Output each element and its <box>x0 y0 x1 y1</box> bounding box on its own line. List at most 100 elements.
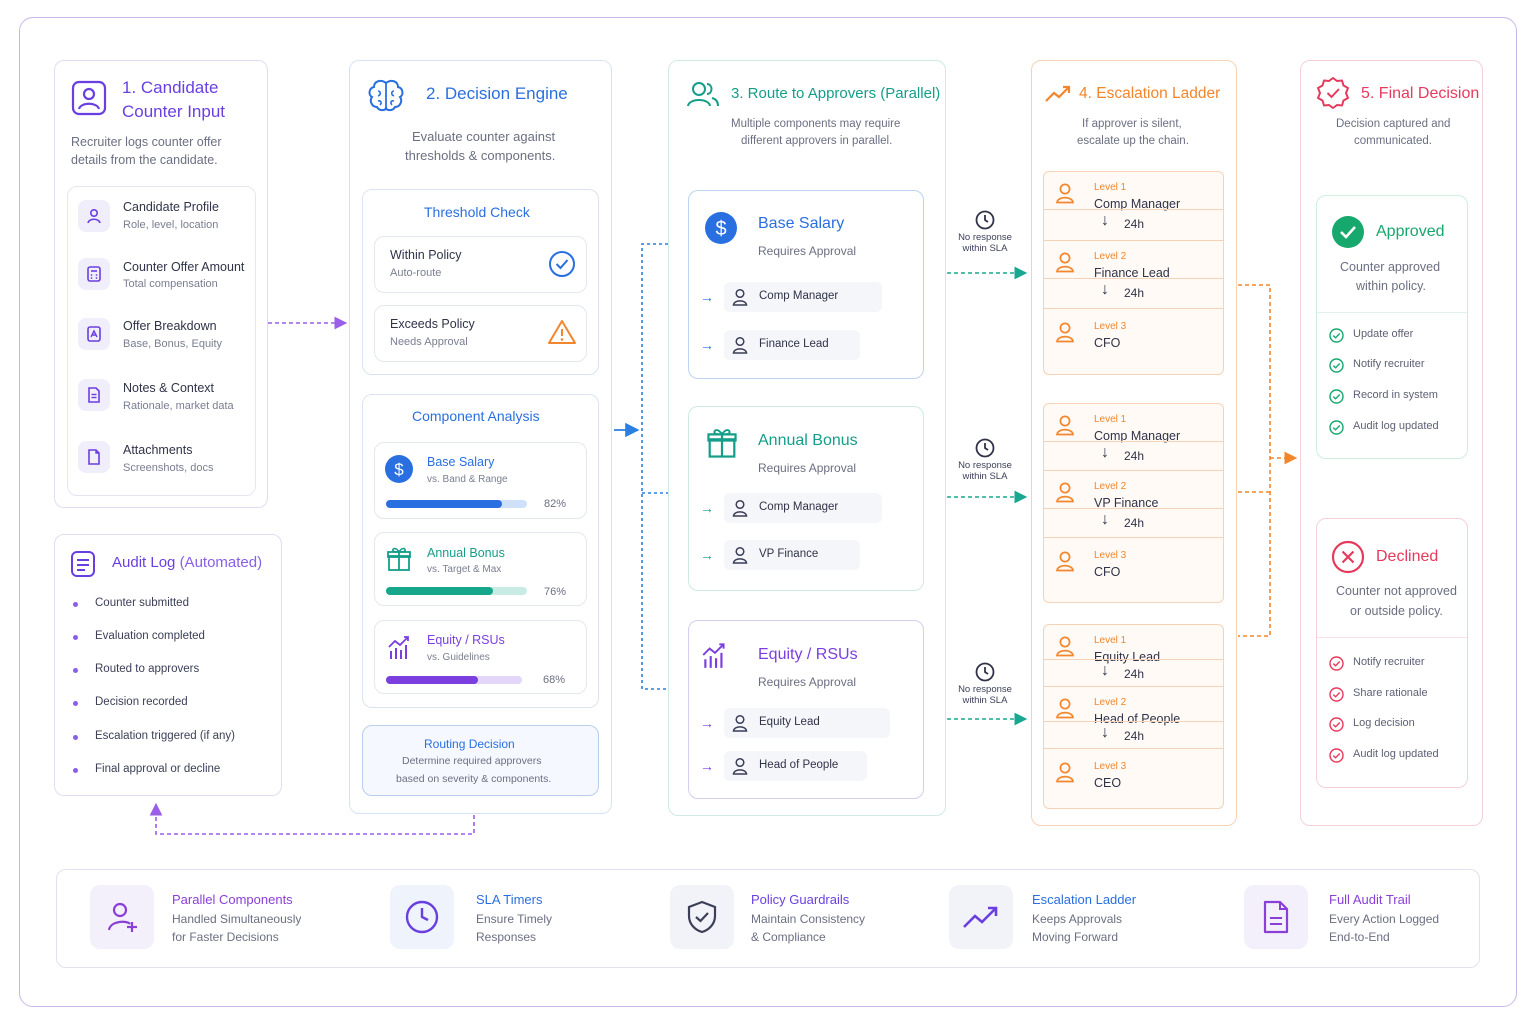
component-bar-track <box>386 587 527 595</box>
escalation-level-name: CFO <box>1094 564 1121 579</box>
declined-title: Declined <box>1376 548 1439 565</box>
approved-title: Approved <box>1376 223 1445 240</box>
clock-icon <box>975 662 995 682</box>
component-percent: 76% <box>544 586 567 598</box>
divider <box>1043 278 1224 279</box>
person-icon <box>1055 481 1075 503</box>
input-item-title: Counter Offer Amount <box>123 260 245 274</box>
component-bar-fill <box>386 500 502 508</box>
clock-icon <box>390 885 454 949</box>
approver-pill[interactable] <box>724 493 882 523</box>
routing-decision-title: Routing Decision <box>424 737 515 751</box>
input-item-sub: Base, Bonus, Equity <box>123 338 223 350</box>
badge-check-icon <box>1316 76 1350 110</box>
escalation-level-name: CEO <box>1094 775 1122 790</box>
column-4-title: 4. Escalation Ladder <box>1079 85 1221 102</box>
escalation-level-name: Equity Lead <box>1094 650 1161 664</box>
escalation-level-name: Finance Lead <box>1094 265 1170 280</box>
input-item-title: Offer Breakdown <box>123 319 217 333</box>
bullet-dot <box>73 602 78 607</box>
feature-title: Policy Guardrails <box>751 892 850 907</box>
growth-chart-icon <box>700 640 730 670</box>
gift-icon <box>706 427 738 459</box>
routing-decision-line1: Determine required approvers <box>402 755 542 767</box>
audit-log-title: Audit Log (Automated) <box>112 554 262 571</box>
approver-name: Head of People <box>759 759 839 771</box>
component-percent: 68% <box>543 674 566 686</box>
sla-line2: within SLA <box>962 471 1008 482</box>
escalation-level-name: CFO <box>1094 335 1121 350</box>
user-square-icon <box>71 80 107 116</box>
feature-line2: Responses <box>476 930 537 944</box>
escalation-level-name: Head of People <box>1094 712 1181 727</box>
approver-pill[interactable] <box>724 282 882 312</box>
escalation-level-label: Level 3 <box>1094 549 1127 561</box>
decision-action-text: Notify recruiter <box>1353 656 1425 668</box>
approver-group-title: Equity / RSUs <box>758 646 858 663</box>
notes-icon <box>78 379 110 411</box>
x-circle-icon <box>1331 540 1365 574</box>
column-1-title-line2: Counter Input <box>122 102 226 121</box>
feature-line1: Keeps Approvals <box>1032 912 1123 926</box>
divider <box>1317 637 1467 638</box>
arrow-down-icon: ↓ <box>1101 281 1109 298</box>
input-item-sub: Rationale, market data <box>123 400 234 412</box>
column-1-desc-line1: Recruiter logs counter offer <box>71 135 222 149</box>
feature-line1: Ensure Timely <box>476 912 553 926</box>
declined-line1: Counter not approved <box>1336 584 1457 598</box>
exceeds-policy-card[interactable] <box>374 305 587 362</box>
escalation-interval: 24h <box>1124 515 1145 530</box>
escalation-level-name: Comp Manager <box>1094 197 1181 211</box>
person-icon <box>1055 182 1075 204</box>
declined-panel <box>1316 518 1468 788</box>
audit-log-item-text: Evaluation completed <box>95 630 205 642</box>
arrow-down-icon: ↓ <box>1101 661 1109 679</box>
brain-icon <box>366 78 406 114</box>
approver-name: Equity Lead <box>759 716 820 728</box>
escalation-level-label: Level 2 <box>1094 697 1127 709</box>
feature-line1: Every Action Logged <box>1329 912 1440 926</box>
component-sub: vs. Band & Range <box>427 474 508 485</box>
column-5-desc-line1: Decision captured and <box>1336 118 1451 130</box>
decision-action-text: Audit log updated <box>1353 420 1439 432</box>
arrow-right-icon: → <box>700 547 714 563</box>
person-icon <box>1055 761 1075 783</box>
column-4-desc-line1: If approver is silent, <box>1082 118 1182 130</box>
escalation-level-label: Level 1 <box>1094 414 1127 425</box>
sla-timer: No response within SLA <box>955 438 1015 482</box>
approver-name: Finance Lead <box>759 338 829 350</box>
input-item-title: Attachments <box>123 443 193 457</box>
approver-pill[interactable] <box>724 330 860 360</box>
check-circle-icon <box>1329 420 1344 435</box>
approver-pill[interactable] <box>724 751 867 781</box>
person-icon <box>1055 635 1075 657</box>
approver-pill[interactable] <box>724 708 890 738</box>
decision-action-text: Update offer <box>1353 328 1414 340</box>
users-icon <box>686 80 720 108</box>
approver-name: VP Finance <box>759 548 819 560</box>
bullet-dot <box>73 768 78 773</box>
column-5-title: 5. Final Decision <box>1361 85 1480 102</box>
component-bar-track <box>386 676 522 684</box>
sla-timer: No response within SLA <box>955 210 1015 254</box>
feature-title: Parallel Components <box>172 892 293 907</box>
bullet-dot <box>73 635 78 640</box>
declined-line2: or outside policy. <box>1350 604 1443 618</box>
svg-text:$: $ <box>715 218 726 240</box>
check-circle-icon <box>1329 656 1344 671</box>
component-title: Base Salary <box>427 455 495 469</box>
approver-pill[interactable] <box>724 540 860 570</box>
check-circle-icon <box>1329 328 1344 343</box>
escalation-level-label: Level 3 <box>1094 320 1127 332</box>
arrow-right-icon: → <box>700 500 714 516</box>
check-circle-icon <box>1329 717 1344 732</box>
approver-group-title: Annual Bonus <box>758 432 858 449</box>
column-4-desc-line2: escalate up the chain. <box>1077 135 1189 147</box>
within-policy-card[interactable] <box>374 236 587 293</box>
escalation-level-label: Level 3 <box>1094 760 1127 772</box>
column-2-desc-line1: Evaluate counter against <box>412 129 556 144</box>
feature-line2: for Faster Decisions <box>172 930 279 944</box>
divider <box>1043 209 1224 211</box>
approved-line1: Counter approved <box>1340 260 1441 274</box>
input-item-title: Notes & Context <box>123 381 215 395</box>
